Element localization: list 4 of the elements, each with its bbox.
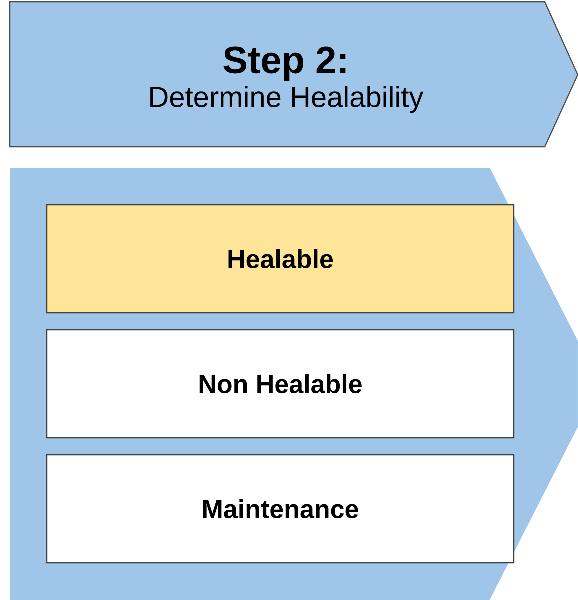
category-box: Healable (46, 204, 515, 314)
category-box: Non Healable (46, 329, 515, 439)
chevron-banner: Step 2: Determine Healability (9, 1, 578, 148)
category-box: Maintenance (46, 454, 515, 564)
